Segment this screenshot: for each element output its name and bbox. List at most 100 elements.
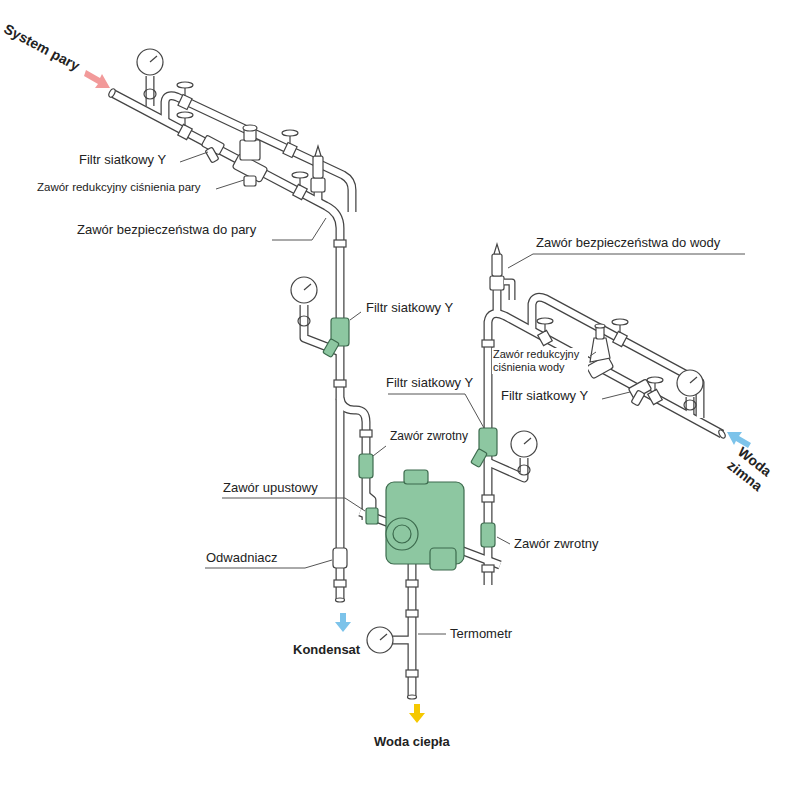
part-label: Filtr siatkowy Y	[365, 300, 454, 316]
part-label: Zawór zwrotny	[513, 536, 600, 552]
drawing-path	[180, 152, 208, 162]
drawing-path	[373, 446, 386, 456]
y-strainer	[201, 135, 651, 406]
drawing-use	[392, 637, 412, 644]
drawing-ellipse	[537, 318, 553, 324]
drawing-ellipse	[408, 695, 417, 699]
drawing-path	[350, 312, 361, 320]
drawing-use	[147, 76, 154, 106]
part-label: Zawór upustowy	[222, 480, 319, 496]
drawing-path	[418, 634, 446, 635]
drawing-path	[272, 218, 326, 240]
flow-arrows	[84, 70, 751, 723]
drawing-rect	[293, 184, 307, 199]
part-label: Zawór bezpieczeństwa do wody	[535, 235, 721, 251]
drawing-rect	[538, 330, 553, 345]
drawing-rect	[406, 580, 418, 587]
drawing-rect	[482, 495, 494, 502]
drawing-line	[380, 634, 387, 640]
drawing-rect	[334, 240, 346, 247]
drawing-path	[590, 352, 596, 356]
flow-label: System pary	[0, 20, 83, 75]
drawing-ellipse	[518, 465, 530, 475]
drawing-rect	[178, 94, 192, 109]
drawing-rect	[205, 147, 219, 163]
drawing-rect	[178, 124, 192, 139]
drawing-rect	[283, 142, 297, 157]
drawing-rect	[406, 610, 418, 617]
pipe-outline	[112, 76, 722, 697]
drawing-line	[304, 284, 311, 290]
drawing-use	[392, 636, 412, 645]
drawing-circle	[291, 277, 317, 303]
part-label: Zawór bezpieczeństwa do pary	[76, 222, 257, 238]
drawing-circle	[367, 627, 393, 653]
drawing-ellipse	[612, 319, 628, 325]
part-label: Filtr siatkowy Y	[78, 152, 167, 168]
drawing-ellipse	[282, 130, 298, 136]
drawing-use	[493, 290, 502, 312]
drawing-rect	[482, 565, 494, 572]
drawing-rect	[406, 670, 418, 677]
drawing-rect	[481, 523, 495, 547]
drawing-path	[315, 146, 321, 156]
drawing-rect	[360, 430, 372, 437]
drawing-path	[504, 282, 512, 300]
part-label: Odwadniacz	[205, 550, 279, 566]
drawing-path	[335, 613, 351, 632]
steam-trap	[333, 548, 347, 568]
pressure-gauges	[137, 49, 703, 653]
flow-label: Woda ciepła	[373, 734, 451, 750]
drawing-circle	[386, 518, 418, 550]
drawing-circle	[137, 49, 163, 75]
water-prv	[586, 324, 614, 379]
flow-label: Woda zimna	[723, 443, 782, 499]
drawing-ellipse	[684, 400, 696, 410]
pipe-end	[108, 88, 727, 699]
drawing-line	[524, 438, 531, 444]
drawing-rect	[490, 276, 504, 290]
drawing-use	[112, 93, 340, 600]
drawing-circle	[511, 431, 537, 457]
drawing-path	[494, 244, 500, 254]
drawing-rect	[323, 339, 340, 358]
part-label: Filtr siatkowy Y	[500, 388, 589, 404]
drawing-ellipse	[144, 89, 156, 99]
drawing-rect	[648, 389, 663, 404]
drawing-path	[504, 282, 512, 300]
drawing-use	[488, 314, 722, 585]
drawing-ellipse	[336, 598, 345, 602]
drawing-path	[590, 338, 610, 362]
pipe-fill	[112, 76, 722, 697]
part-label: Zawór redukcyjny ciśnienia wody	[492, 348, 588, 374]
drawing-rect	[311, 178, 325, 192]
drawing-path	[409, 704, 425, 723]
drawing-ellipse	[243, 125, 257, 131]
drawing-rect	[631, 390, 645, 406]
green-components	[323, 318, 497, 570]
part-label: Termometr	[449, 626, 513, 642]
drawing-ellipse	[595, 324, 605, 328]
drawing-ellipse	[108, 88, 117, 98]
drawing-path	[497, 537, 510, 544]
drawing-rect	[492, 254, 502, 276]
drawing-rect	[333, 548, 347, 568]
drawing-ellipse	[298, 316, 310, 326]
leader-lines	[180, 152, 745, 634]
drawing-rect	[482, 340, 494, 347]
drawing-rect	[334, 380, 346, 387]
drawing-ellipse	[177, 82, 193, 88]
drawing-rect	[334, 580, 346, 587]
drawing-use	[488, 314, 722, 585]
drawing-path	[222, 498, 365, 511]
drawing-path	[84, 70, 110, 88]
part-label: Zawór zwrotny	[389, 429, 469, 443]
drawing-rect	[313, 156, 323, 178]
drawing-line	[150, 56, 157, 62]
drawing-ellipse	[292, 172, 308, 178]
drawing-circle	[393, 525, 411, 543]
drawing-ellipse	[177, 112, 193, 118]
drawing-rect	[430, 548, 456, 570]
